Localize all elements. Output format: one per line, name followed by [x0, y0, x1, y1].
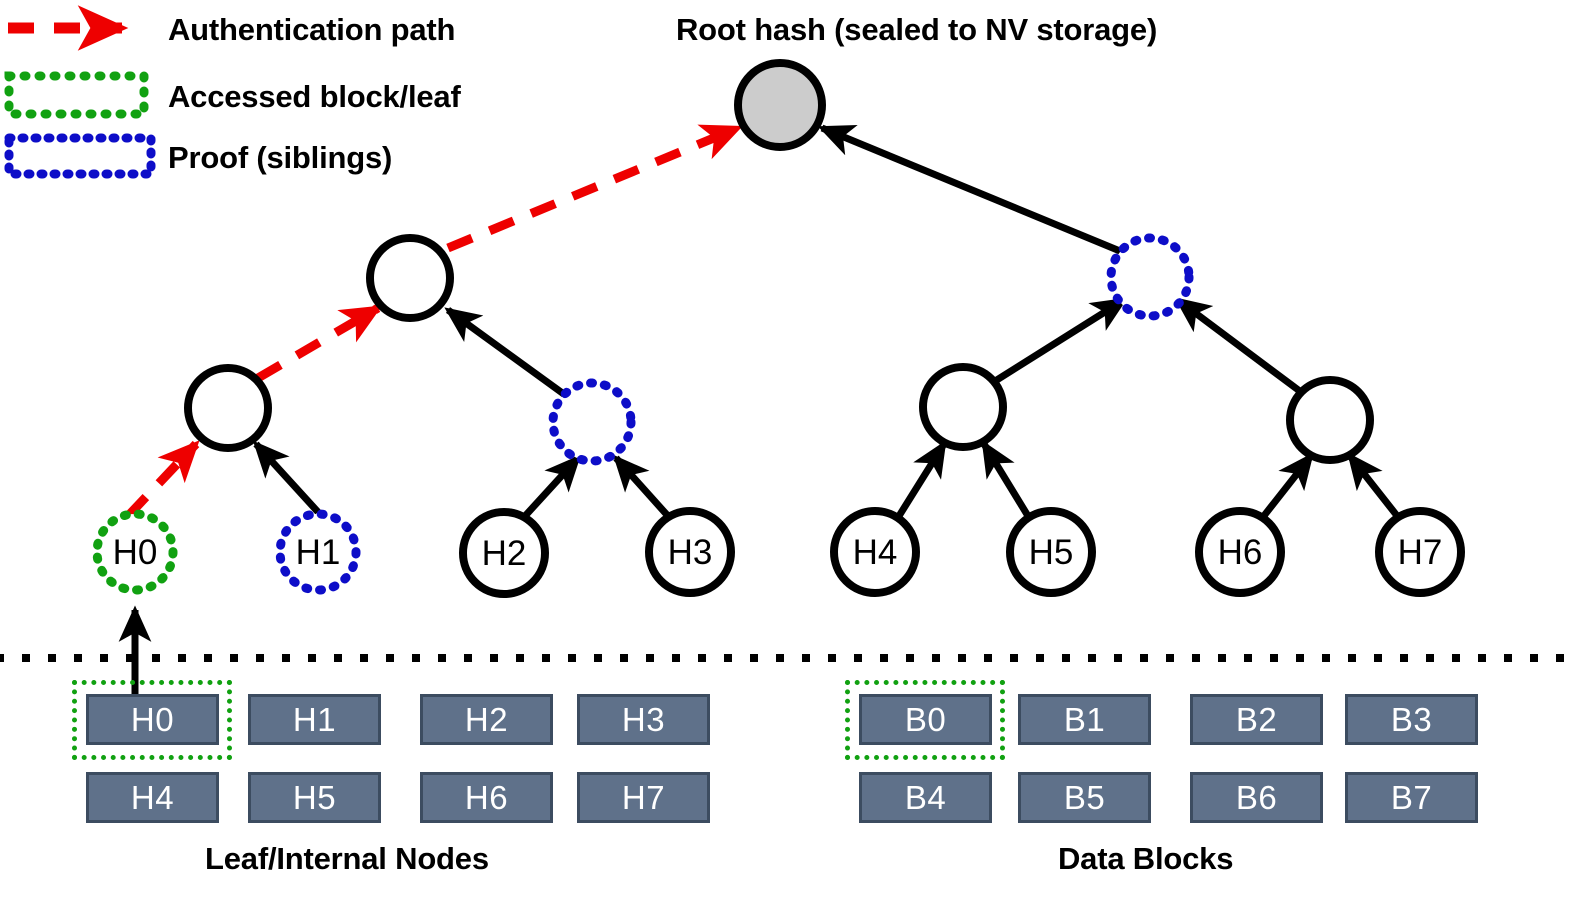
tree-node-l3-3[interactable]	[1286, 376, 1374, 464]
legend-label-proof: Proof (siblings)	[168, 140, 393, 175]
legend-swatch-proof-icon	[4, 133, 156, 179]
hash-block-h6[interactable]: H6	[420, 772, 553, 823]
tree-leaf-h3-label: H3	[667, 533, 713, 572]
tree-node-l3-2[interactable]	[919, 363, 1007, 451]
hash-block-h2[interactable]: H2	[420, 694, 553, 745]
legend-swatch-accessed-icon	[4, 71, 149, 119]
hash-block-h7[interactable]: H7	[577, 772, 710, 823]
tree-leaf-h7[interactable]	[1375, 507, 1465, 597]
hash-block-h0[interactable]: H0	[86, 694, 219, 745]
tree-leaf-h4[interactable]	[830, 507, 920, 597]
legend-swatches	[4, 5, 156, 179]
data-block-b6[interactable]: B6	[1190, 772, 1323, 823]
data-block-b3[interactable]: B3	[1345, 694, 1478, 745]
tree-leaf-h1-proof[interactable]	[275, 509, 361, 595]
hash-block-h5[interactable]: H5	[248, 772, 381, 823]
tree-leaf-h2[interactable]	[459, 508, 549, 598]
tree-node-root[interactable]	[734, 59, 826, 151]
group-label-data-blocks: Data Blocks	[1058, 841, 1234, 876]
root-hash-title: Root hash (sealed to NV storage)	[676, 12, 1158, 47]
authentication-path	[124, 123, 743, 520]
accessed-highlight-b0-block	[845, 680, 1005, 760]
hash-block-h1[interactable]: H1	[248, 694, 381, 745]
tree-leaf-h5[interactable]	[1006, 507, 1096, 597]
accessed-highlight-h0-block	[72, 680, 232, 760]
group-label-leaf-internal-nodes: Leaf/Internal Nodes	[205, 841, 489, 876]
tree-leaf-h7-label: H7	[1397, 533, 1443, 572]
data-block-b5[interactable]: B5	[1018, 772, 1151, 823]
tree-leaf-h0-label: H0	[112, 533, 158, 572]
tree-leaf-h1-label: H1	[295, 533, 341, 572]
legend-label-accessed: Accessed block/leaf	[168, 79, 461, 114]
hash-block-h3[interactable]: H3	[577, 694, 710, 745]
tree-leaf-h5-label: H5	[1028, 533, 1074, 572]
hash-block-h4[interactable]: H4	[86, 772, 219, 823]
tree-leaf-h4-label: H4	[852, 533, 898, 572]
data-block-b1[interactable]: B1	[1018, 694, 1151, 745]
data-block-b4[interactable]: B4	[859, 772, 992, 823]
tree-edges-black	[118, 124, 1401, 696]
tree-leaf-h3[interactable]	[645, 507, 735, 597]
tree-node-l2-right-proof[interactable]	[1106, 233, 1194, 321]
tree-node-l3-1-proof[interactable]	[548, 378, 636, 466]
data-block-b0[interactable]: B0	[859, 694, 992, 745]
tree-node-l3-0[interactable]	[184, 364, 272, 452]
tree-leaf-h6-label: H6	[1217, 533, 1263, 572]
data-block-b7[interactable]: B7	[1345, 772, 1478, 823]
tree-node-l2-left[interactable]	[366, 234, 454, 322]
legend-label-auth-path: Authentication path	[168, 12, 456, 47]
tree-leaf-h0-accessed[interactable]	[92, 509, 178, 595]
tree-leaf-h6[interactable]	[1195, 507, 1285, 597]
data-block-b2[interactable]: B2	[1190, 694, 1323, 745]
tree-leaf-h2-label: H2	[481, 534, 527, 573]
